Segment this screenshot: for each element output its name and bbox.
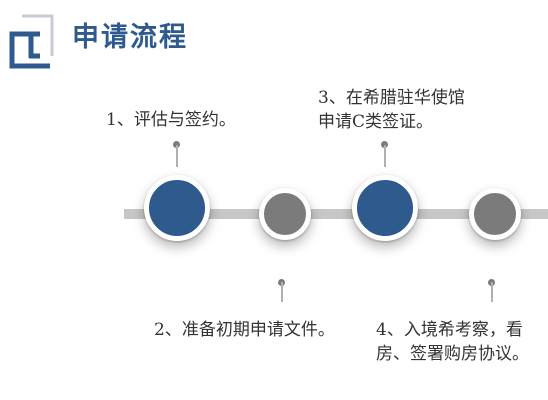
step-3-node	[352, 175, 418, 241]
page-title: 申请流程	[72, 22, 188, 53]
step-1-label: 1、评估与签约。	[106, 108, 236, 132]
step-4-connector	[491, 282, 493, 302]
step-1-node	[144, 175, 210, 241]
step-3-label: 3、在希腊驻华使馆 申请C类签证。	[318, 86, 465, 134]
step-3-label-line-1: 3、在希腊驻华使馆	[318, 88, 465, 108]
step-2-label: 2、准备初期申请文件。	[154, 318, 335, 342]
step-3-connector	[384, 145, 386, 167]
step-1-connector	[176, 145, 178, 167]
bracket-frame-icon	[9, 14, 54, 69]
step-4-label-line-1: 4、入境希考察，看	[376, 320, 523, 340]
step-4-label: 4、入境希考察，看 房、签署购房协议。	[376, 318, 529, 366]
step-2-node	[259, 188, 311, 240]
step-2-connector	[281, 282, 283, 302]
step-3-connector-dot	[381, 141, 388, 148]
step-3-label-line-2: 申请C类签证。	[318, 112, 434, 132]
step-1-connector-dot	[173, 141, 180, 148]
timeline-track	[124, 209, 548, 219]
step-2-label-line-1: 2、准备初期申请文件。	[154, 320, 335, 340]
step-1-label-line-1: 1、评估与签约。	[106, 110, 236, 130]
step-4-node	[469, 188, 521, 240]
step-4-label-line-2: 房、签署购房协议。	[376, 344, 529, 364]
